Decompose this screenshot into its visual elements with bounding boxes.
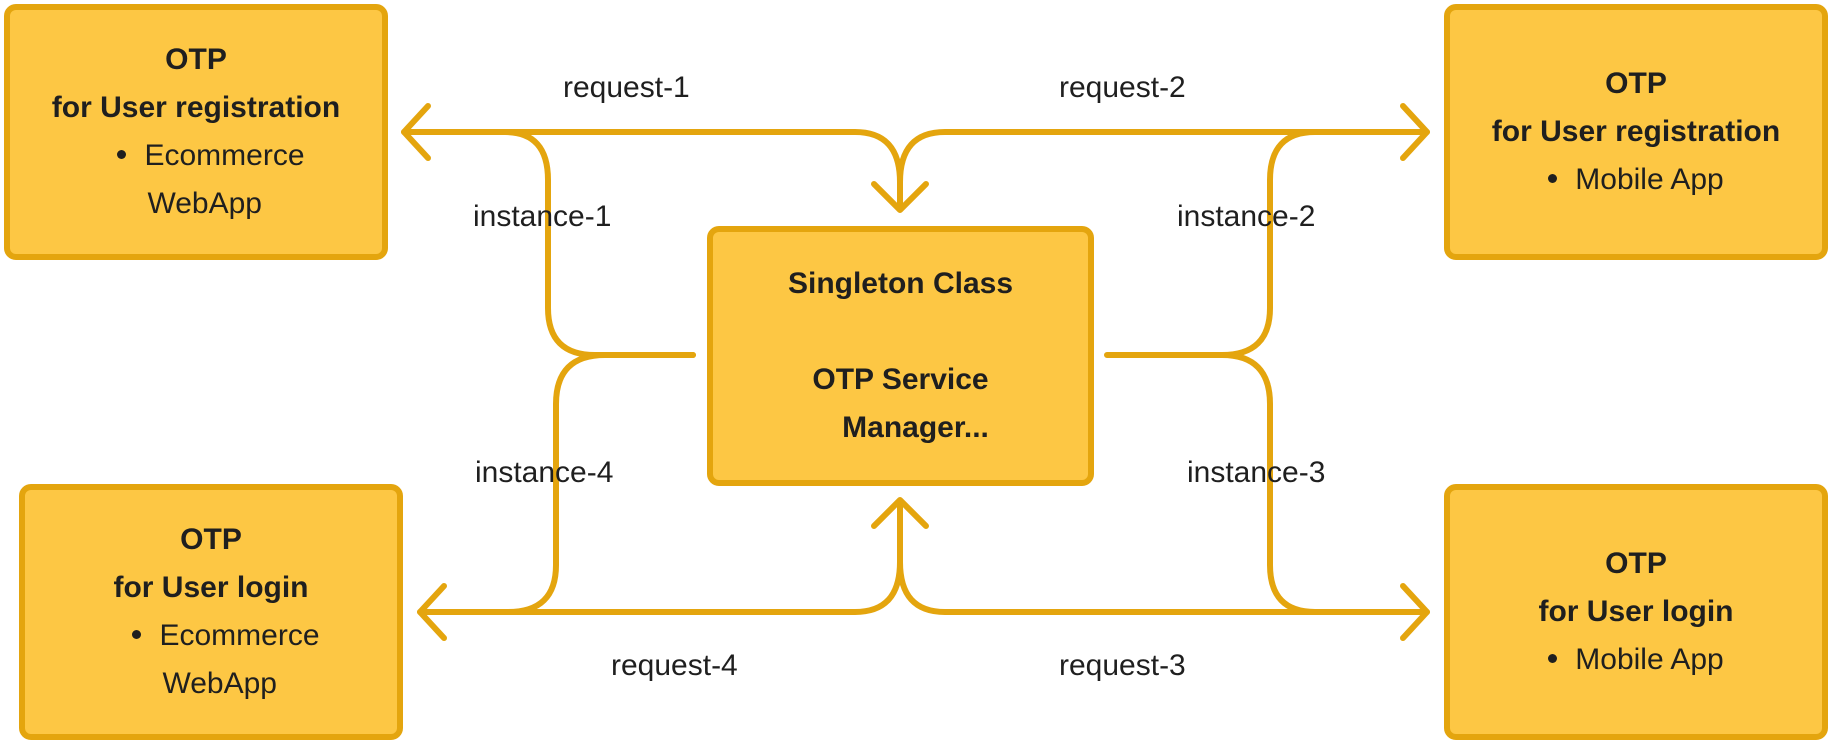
box-item-list: Mobile App: [1548, 156, 1724, 204]
center-title-line2: OTP Service: [812, 363, 989, 396]
center-bottom-arrowhead: [871, 497, 929, 529]
box-title-line1: OTP: [180, 523, 242, 556]
box-item-list: Ecommerce WebApp: [102, 612, 320, 708]
instance-3-connector: [1219, 352, 1318, 615]
instance-4-connector: [505, 352, 696, 615]
list-item-text: Mobile App: [1575, 643, 1724, 676]
box-title-line2: for User login: [113, 571, 309, 604]
list-item-text: Ecommerce: [144, 139, 305, 172]
request-1-connector: [401, 129, 903, 210]
box-title-line1: OTP: [1605, 67, 1667, 100]
instance-4-label: instance-4: [475, 456, 614, 489]
box-title-line2: for User registration: [1491, 115, 1781, 148]
request-1-label: request-1: [563, 71, 690, 104]
otp-login-webapp-box: OTP for User login Ecommerce WebApp: [19, 484, 403, 740]
center-title-line1: Singleton Class: [787, 267, 1014, 300]
bullet-icon: [1548, 173, 1558, 183]
otp-registration-mobile-box: OTP for User registration Mobile App: [1444, 4, 1828, 260]
box-title-line2: for User registration: [51, 91, 341, 124]
list-item-text: Ecommerce: [159, 619, 320, 652]
box-title-line2: for User login: [1538, 595, 1734, 628]
list-item: Ecommerce WebApp: [87, 132, 305, 228]
list-item-text-continued: WebApp: [147, 187, 262, 220]
instance-2-connector: [1104, 129, 1318, 358]
list-item-text: Mobile App: [1575, 163, 1724, 196]
request-3-arrowhead: [1400, 583, 1430, 641]
list-item-text-continued: WebApp: [162, 667, 277, 700]
otp-registration-webapp-box: OTP for User registration Ecommerce WebA…: [4, 4, 388, 260]
center-spacer: [896, 308, 904, 356]
list-item: Mobile App: [1548, 156, 1724, 204]
request-2-arrowhead: [1400, 103, 1430, 161]
request-2-connector: [897, 129, 1430, 185]
box-title-line1: OTP: [165, 43, 227, 76]
singleton-class-box: Singleton Class OTP Service Manager...: [707, 226, 1094, 486]
list-item: Mobile App: [1548, 636, 1724, 684]
bullet-icon: [1548, 653, 1558, 663]
request-2-label: request-2: [1059, 71, 1186, 104]
list-item: Ecommerce WebApp: [102, 612, 320, 708]
instance-1-label: instance-1: [473, 200, 612, 233]
box-title-line1: OTP: [1605, 547, 1667, 580]
request-3-label: request-3: [1059, 649, 1186, 682]
request-1-arrowhead: [401, 103, 431, 161]
instance-2-label: instance-2: [1177, 200, 1316, 233]
center-title-line3: Manager...: [842, 411, 989, 444]
center-top-arrowhead: [871, 181, 929, 213]
request-4-label: request-4: [611, 649, 738, 682]
bullet-icon: [132, 629, 142, 639]
request-3-connector: [897, 559, 1430, 615]
box-item-list: Ecommerce WebApp: [87, 132, 305, 228]
bullet-icon: [117, 149, 127, 159]
otp-login-mobile-box: OTP for User login Mobile App: [1444, 484, 1828, 740]
request-4-arrowhead: [417, 583, 447, 641]
request-4-connector: [417, 499, 903, 615]
box-item-list: Mobile App: [1548, 636, 1724, 684]
instance-1-connector: [502, 129, 696, 358]
instance-3-label: instance-3: [1187, 456, 1326, 489]
